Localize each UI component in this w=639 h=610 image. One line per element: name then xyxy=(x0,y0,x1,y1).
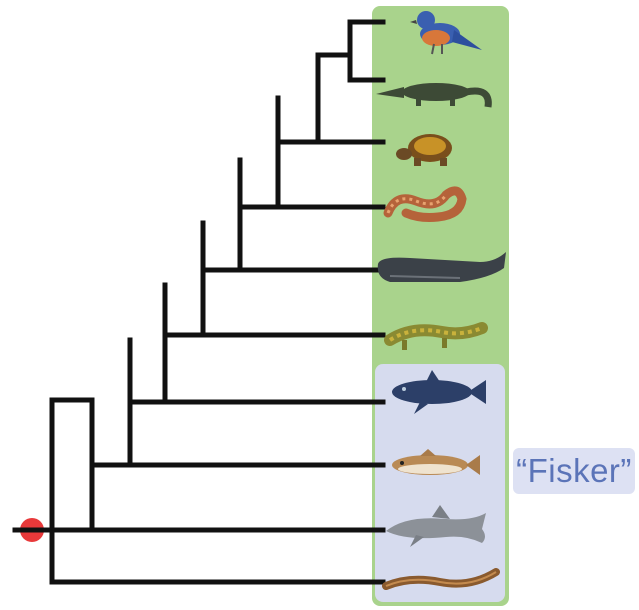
cod-icon xyxy=(392,449,480,475)
crocodile-icon xyxy=(376,83,492,108)
fish-group-label: “Fisker” xyxy=(513,448,635,494)
fish-group-label-text: “Fisker” xyxy=(516,452,632,489)
snake-icon xyxy=(383,186,467,222)
turtle-icon xyxy=(396,134,452,166)
salamander-icon xyxy=(384,322,488,350)
bluebird-icon xyxy=(410,11,482,55)
lamprey-icon xyxy=(382,568,500,590)
outer-link xyxy=(49,397,95,533)
branch-coelacanth xyxy=(127,282,386,405)
branch-snake xyxy=(237,95,386,210)
coelacanth-icon xyxy=(392,370,486,414)
branch-turtle xyxy=(275,52,386,145)
root-branch xyxy=(12,527,386,585)
fish-panel xyxy=(375,364,505,602)
branch-archosaur xyxy=(315,19,386,83)
shark-icon xyxy=(386,505,486,547)
tree-branches xyxy=(12,19,386,585)
whale-icon xyxy=(377,252,506,282)
branch-salamander xyxy=(162,220,386,338)
branch-whale xyxy=(200,157,386,273)
